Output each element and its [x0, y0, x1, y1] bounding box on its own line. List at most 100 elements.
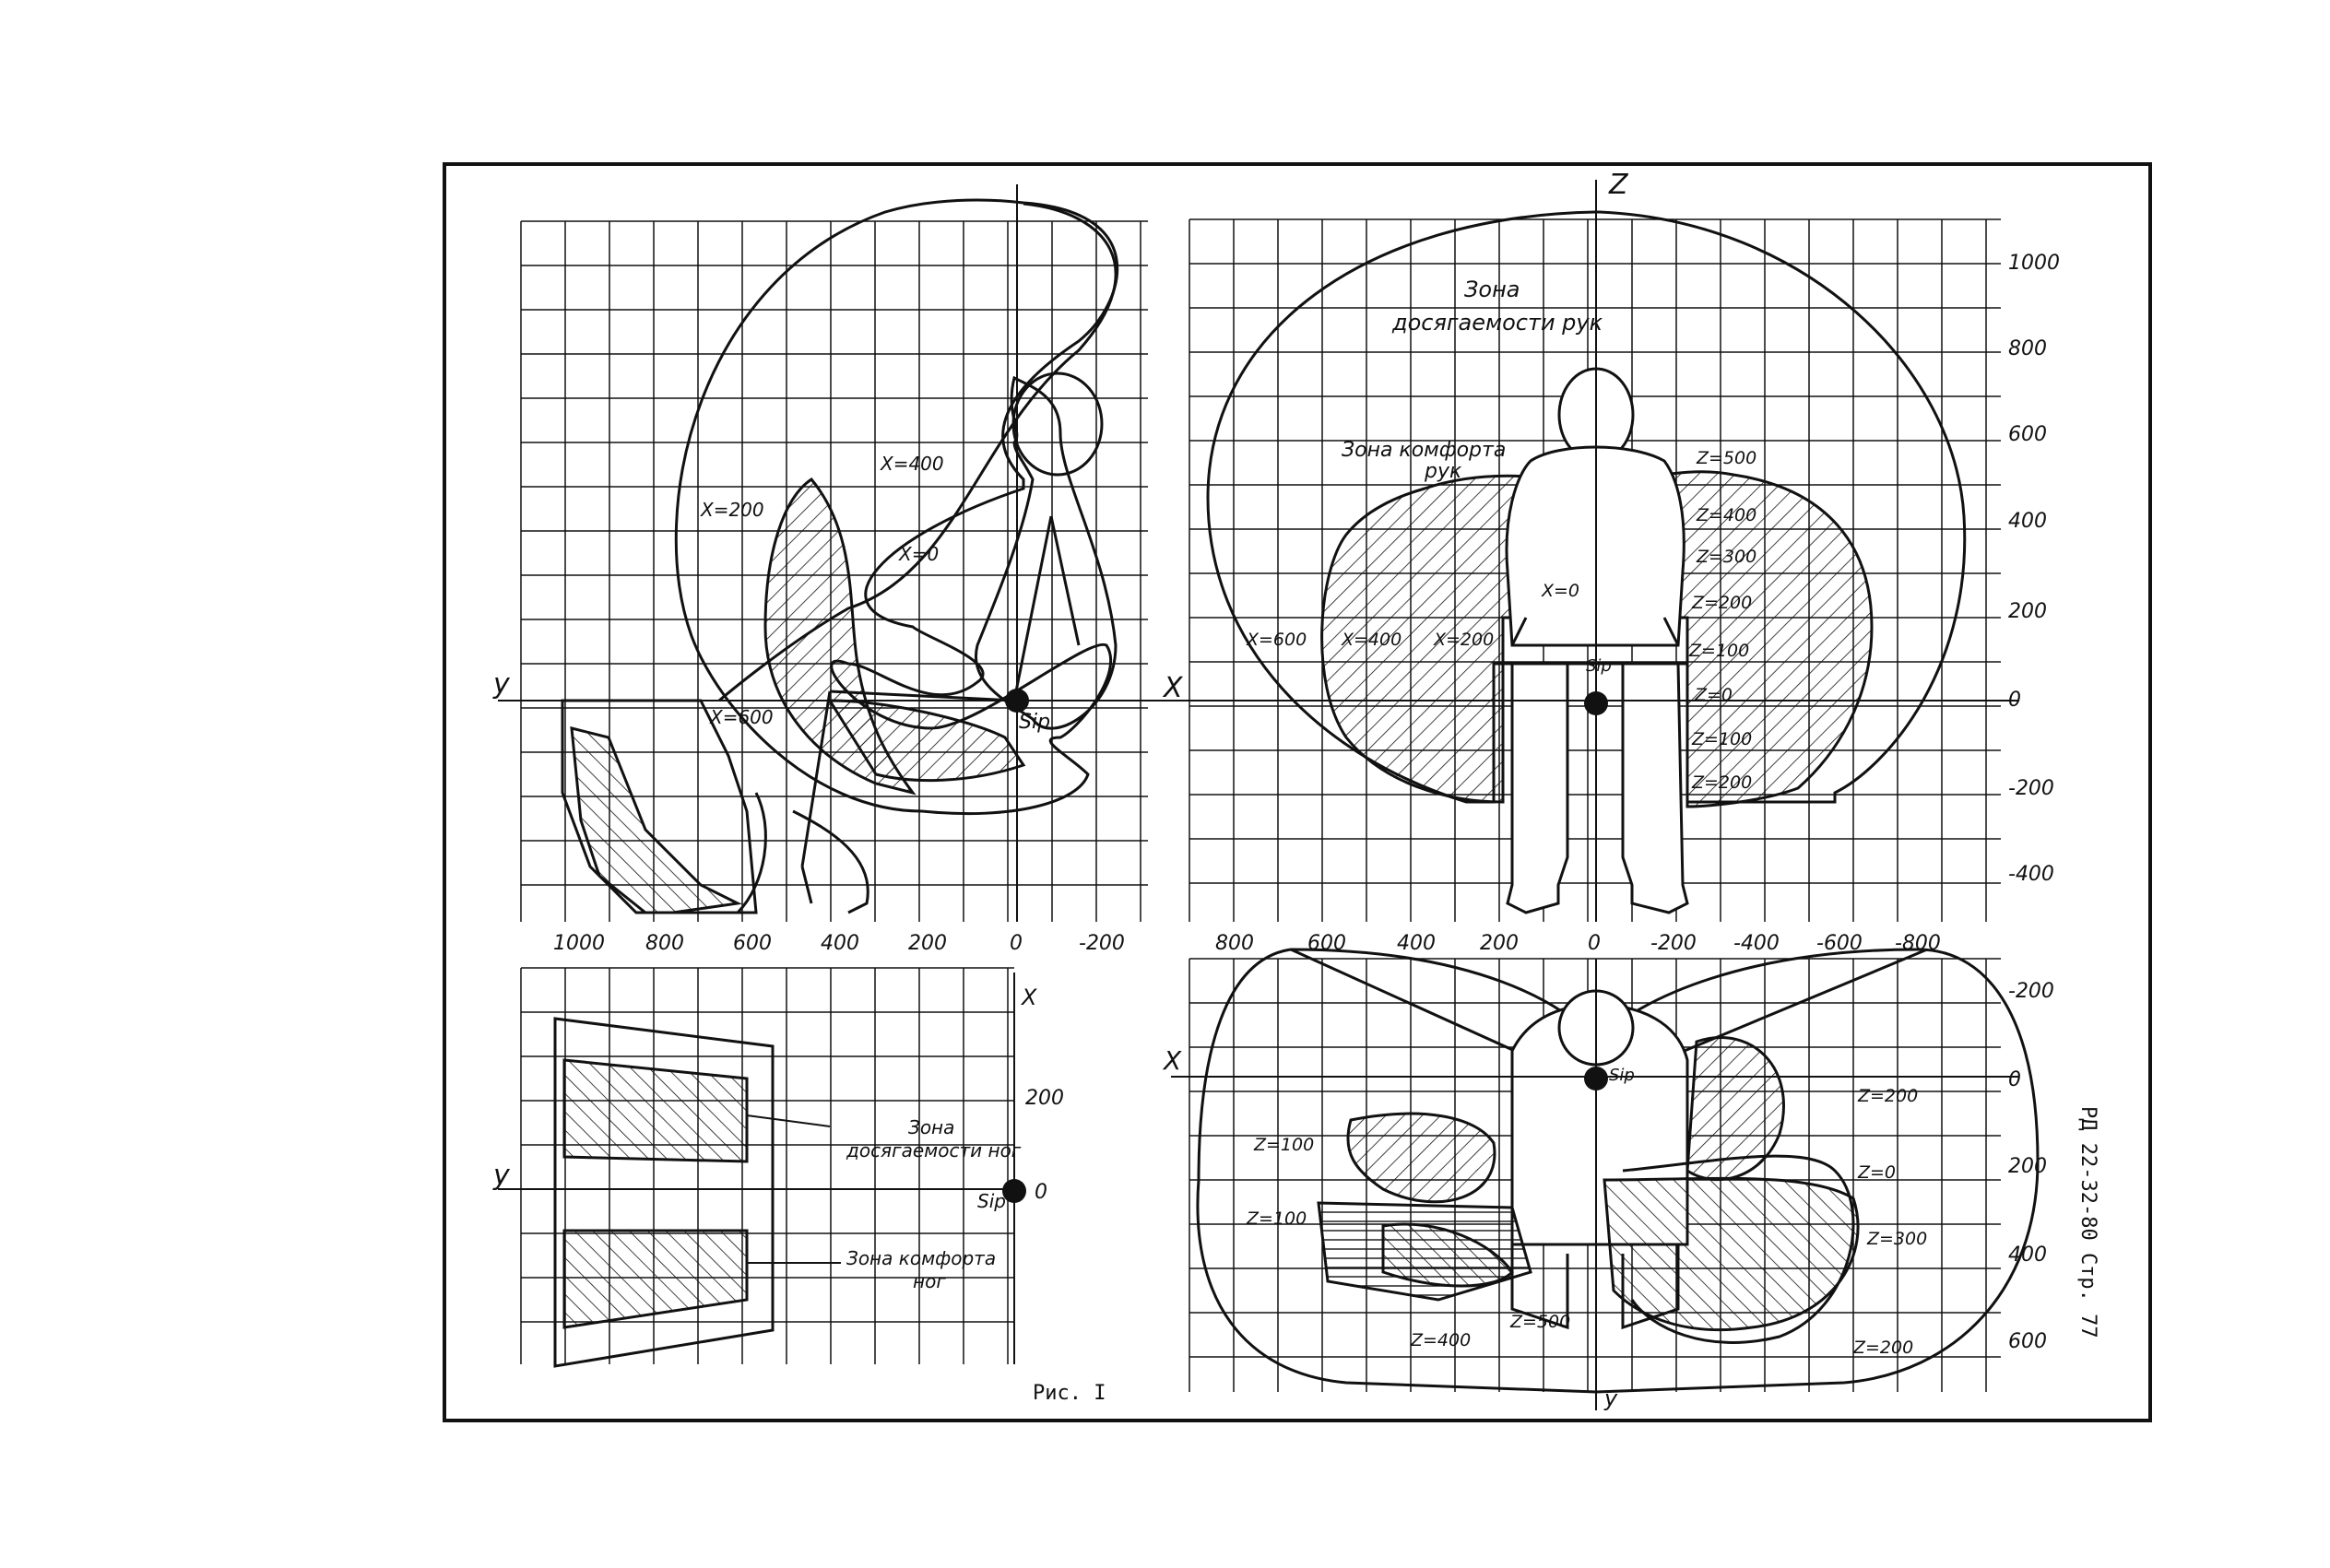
leg-view-panel [553, 1017, 841, 1368]
figure-side-note: РД 22-32-80 Стр. 77 [2076, 1106, 2099, 1338]
front-comfort-title-1: Зона комфорта [1342, 439, 1506, 462]
front-right-tick-label: 400 [2008, 510, 2047, 533]
top-label-z100a: Z=100 [1253, 1135, 1314, 1155]
front-axis-z-label: Z [1608, 169, 1629, 201]
side-tick-label: 800 [645, 932, 684, 955]
front-sip-label: Sip [1586, 656, 1612, 676]
front-bottom-tick-label: -200 [1650, 932, 1697, 955]
top-sip-label: Sip [1609, 1066, 1635, 1085]
front-comfort-title-2: рук [1424, 460, 1462, 483]
leg-tick-0: 0 [1035, 1181, 1047, 1204]
front-right-tick-label: -200 [2008, 777, 2054, 800]
side-leg-zone [570, 726, 742, 914]
front-left-leg [1506, 662, 1569, 914]
top-label-z100b: Z=100 [1246, 1208, 1307, 1229]
top-axis-y-label: y [1603, 1385, 1618, 1411]
front-bottom-tick-label: 200 [1480, 932, 1519, 955]
top-right-outer [1622, 1154, 1855, 1344]
front-reach-title-2: досягаемости рук [1391, 310, 1603, 336]
leg-comfort-2: ног [913, 1270, 946, 1292]
front-label-x0: X=0 [1541, 581, 1579, 601]
leg-reach-zone [553, 1017, 775, 1368]
front-right-tick-label: 200 [2008, 600, 2047, 623]
front-label-z300: Z=300 [1696, 547, 1756, 567]
side-hip-link [829, 690, 1015, 702]
side-label-x600: X=600 [709, 706, 774, 728]
side-tick-label: 0 [1010, 932, 1023, 955]
leg-reach-leader [746, 1114, 831, 1127]
front-label-z500: Z=500 [1696, 448, 1756, 468]
front-label-z100: Z=100 [1688, 641, 1749, 661]
top-right-tick-label: 400 [2008, 1244, 2047, 1267]
side-tick-label: 1000 [553, 932, 605, 955]
side-sip-point [1005, 689, 1029, 713]
front-label-x400: X=400 [1341, 630, 1402, 650]
leg-comfort-1: Зона комфорта [846, 1247, 996, 1269]
top-right-tick-label: 600 [2008, 1330, 2047, 1353]
top-label-z300: Z=300 [1866, 1229, 1927, 1249]
top-right-tick-label: 200 [2008, 1155, 2047, 1178]
side-foot-outline [561, 699, 758, 914]
top-axis-x-label: X [1162, 1045, 1182, 1076]
front-label-z0: Z=0 [1694, 685, 1733, 705]
front-label-z200: Z=200 [1691, 593, 1752, 613]
top-label-z500: Z=500 [1509, 1312, 1570, 1332]
front-label-z400: Z=400 [1696, 505, 1756, 525]
leg-axis-y-label: y [492, 1160, 511, 1192]
leg-axis-x-label: X [1020, 984, 1037, 1010]
side-leg-link-1 [800, 690, 832, 867]
top-label-z200b: Z=200 [1852, 1338, 1913, 1358]
front-sip-point [1584, 691, 1608, 715]
front-view-panel [1206, 210, 1967, 914]
front-axis-x-label: X [1162, 672, 1184, 704]
front-label-x600: X=600 [1246, 630, 1307, 650]
side-label-x200: X=200 [700, 499, 764, 521]
side-human-outline [975, 375, 1118, 730]
leg-sip-label: Sip [977, 1190, 1006, 1212]
side-axis-y-label: y [492, 668, 511, 701]
top-left-arm-zone [1346, 1112, 1496, 1204]
frame-border [443, 162, 2152, 1422]
front-arms [1510, 617, 1680, 646]
figure-caption: Рис. I [1033, 1382, 1106, 1405]
top-sip-point [1584, 1067, 1608, 1091]
top-label-z400: Z=400 [1410, 1330, 1471, 1350]
top-right-tick-label: 0 [2008, 1068, 2021, 1091]
top-right-comfort [1603, 1176, 1860, 1332]
front-reach-title-1: Зона [1464, 277, 1520, 302]
side-tick-label: 600 [733, 932, 772, 955]
front-bottom-tick-label: 800 [1215, 932, 1254, 955]
side-label-x0: X=0 [898, 543, 939, 565]
side-seat-back [763, 477, 917, 796]
front-label-x200: X=200 [1433, 630, 1494, 650]
front-z-labels: Z=500 Z=400 Z=300 Z=200 Z=100 Z=0 Z=100 … [1246, 448, 1756, 793]
top-label-z200a: Z=200 [1857, 1086, 1918, 1106]
front-bottom-tick-label: -400 [1733, 932, 1780, 955]
side-view-panel [561, 198, 1119, 914]
front-right-tick-label: 600 [2008, 423, 2047, 446]
top-right-tick-labels: -200 0 200 400 600 [2008, 980, 2054, 1353]
front-bottom-tick-label: 0 [1588, 932, 1601, 955]
front-label-zm200: Z=200 [1691, 772, 1752, 793]
side-head [1011, 371, 1104, 477]
front-right-tick-label: 0 [2008, 689, 2021, 712]
front-right-leg [1621, 662, 1689, 914]
side-label-x400: X=400 [880, 453, 944, 475]
top-right-tick-label: -200 [2008, 980, 2054, 1003]
front-right-tick-label: 800 [2008, 337, 2047, 360]
side-seat-cushion [827, 699, 1026, 783]
side-arm-link-1 [1012, 515, 1053, 701]
top-view-panel [1196, 948, 2040, 1394]
leg-comfort-lower [562, 1229, 749, 1329]
top-legs [1510, 1244, 1680, 1330]
side-tick-label: 400 [821, 932, 859, 955]
top-label-z0: Z=0 [1857, 1162, 1896, 1183]
side-arm-link-2 [1049, 515, 1081, 646]
leg-reach-1: Зона [908, 1116, 954, 1138]
leg-comfort-upper [562, 1058, 749, 1163]
side-tick-label: 200 [908, 932, 947, 955]
side-leg-outline [736, 792, 869, 914]
